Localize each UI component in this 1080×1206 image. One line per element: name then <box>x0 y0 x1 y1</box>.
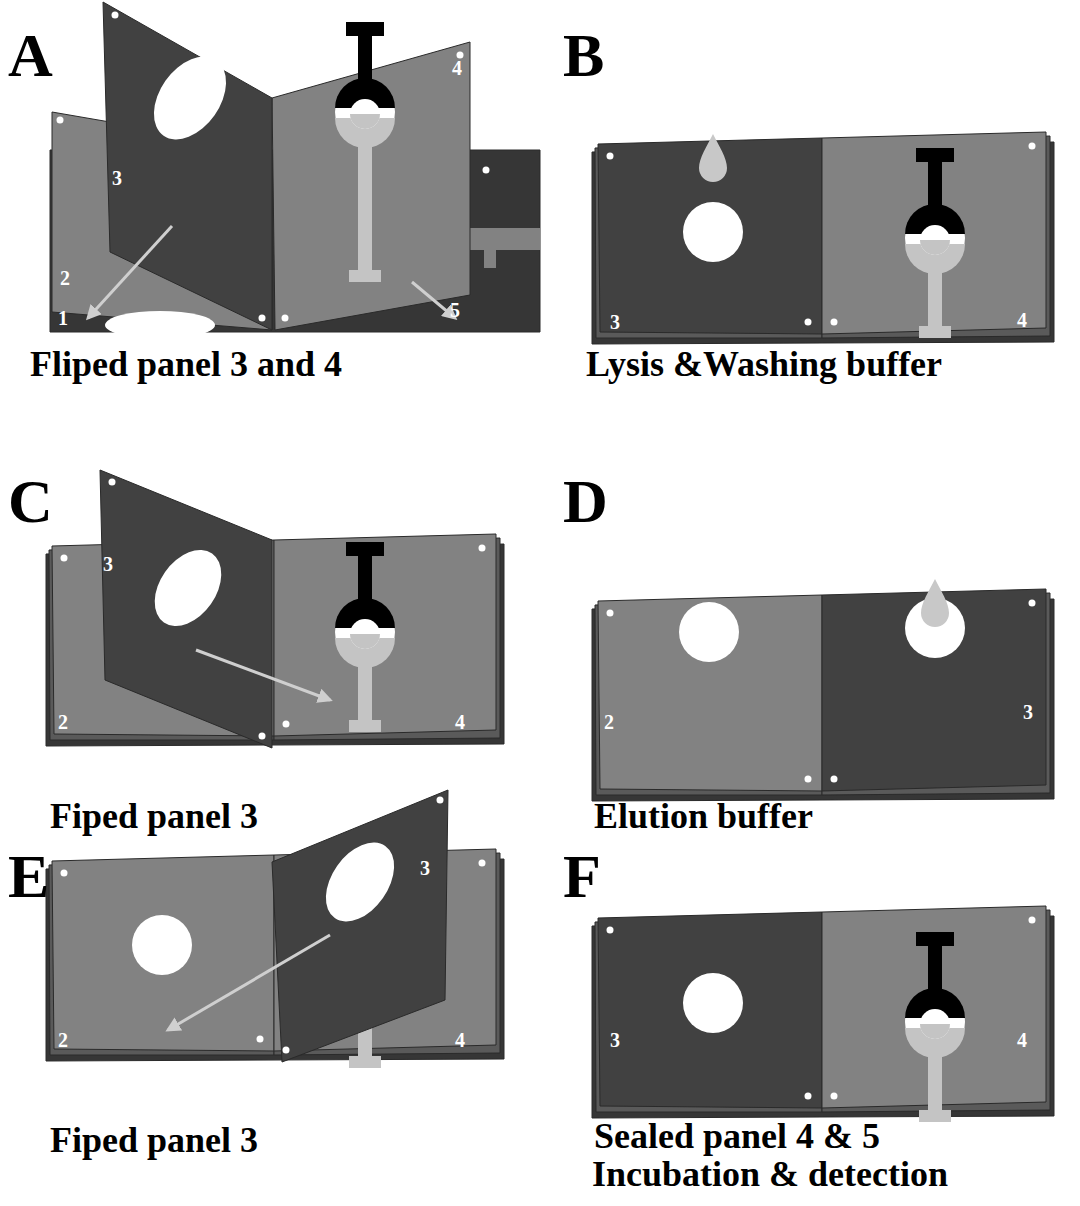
panel-hole <box>141 538 235 639</box>
step-caption: Incubation & detection <box>592 1156 948 1192</box>
alignment-hole <box>283 721 290 728</box>
fold-arrow <box>412 282 455 318</box>
panel-hole <box>105 311 215 339</box>
panel-number: 2 <box>58 1030 68 1050</box>
step-caption: Sealed panel 4 & 5 <box>594 1118 880 1154</box>
alignment-hole <box>257 1036 264 1043</box>
panel-number: 3 <box>1023 702 1033 722</box>
alignment-hole <box>831 1093 838 1100</box>
panel-number: 3 <box>420 858 430 878</box>
alignment-hole <box>259 733 266 740</box>
alignment-hole <box>831 776 838 783</box>
panel-hole <box>312 830 408 934</box>
panel-hole <box>139 43 241 153</box>
alignment-hole <box>805 776 812 783</box>
buffer-drop <box>699 134 727 182</box>
paper-channel <box>905 148 965 338</box>
alignment-hole <box>1029 917 1036 924</box>
step-caption: Fiped panel 3 <box>50 798 258 834</box>
panel-3 <box>100 470 272 748</box>
panel-3 <box>103 2 272 330</box>
alignment-hole <box>259 315 266 322</box>
fold-arrow <box>168 935 330 1030</box>
panel-number: 2 <box>60 268 70 288</box>
panel-hole <box>132 915 192 975</box>
right-panel <box>274 534 496 736</box>
alignment-hole <box>112 12 119 19</box>
alignment-hole <box>479 545 486 552</box>
panel-number: 1 <box>58 308 68 328</box>
panel-edge <box>470 228 540 250</box>
fold-arrow <box>88 226 172 318</box>
panel-edge <box>484 228 496 268</box>
paper-channel <box>335 22 395 282</box>
panel-number: 2 <box>58 712 68 732</box>
alignment-hole <box>109 479 116 486</box>
alignment-hole <box>479 860 486 867</box>
panel-number: 4 <box>1017 1030 1027 1050</box>
alignment-hole <box>805 319 812 326</box>
alignment-hole <box>57 117 64 124</box>
panel-letter: C <box>8 470 53 532</box>
panel-number: 4 <box>452 58 462 78</box>
alignment-hole <box>283 1047 290 1054</box>
panel-letter: F <box>563 845 601 907</box>
alignment-hole <box>1029 600 1036 607</box>
panel-hole <box>683 202 743 262</box>
panel-hole <box>683 973 743 1033</box>
paper-channel <box>335 542 395 732</box>
panel-number: 4 <box>455 712 465 732</box>
alignment-hole <box>831 319 838 326</box>
alignment-hole <box>282 315 289 322</box>
paper-channel <box>905 932 965 1122</box>
buffer-drop <box>921 579 949 627</box>
alignment-hole <box>61 555 68 562</box>
alignment-hole <box>437 797 444 804</box>
step-caption: Elution buffer <box>594 798 813 834</box>
left-panel <box>598 595 822 791</box>
panel-letter: A <box>8 24 53 86</box>
panel-number: 3 <box>112 168 122 188</box>
panel-number: 3 <box>103 554 113 574</box>
panel-number: 3 <box>610 312 620 332</box>
panel-4 <box>272 42 470 330</box>
alignment-hole <box>1029 143 1036 150</box>
step-caption: Fliped panel 3 and 4 <box>30 346 342 382</box>
panel-letter: D <box>563 470 608 532</box>
panel-number: 3 <box>610 1030 620 1050</box>
step-caption: Lysis &Washing buffer <box>586 346 942 382</box>
panel-number: 2 <box>604 712 614 732</box>
left-panel <box>52 855 274 1051</box>
alignment-hole <box>607 153 614 160</box>
alignment-hole <box>61 870 68 877</box>
alignment-hole <box>483 167 490 174</box>
panel-letter: E <box>8 845 49 907</box>
alignment-hole <box>805 1093 812 1100</box>
step-caption: Fiped panel 3 <box>50 1122 258 1158</box>
panel-number: 4 <box>1017 310 1027 330</box>
panel-number: 4 <box>455 1030 465 1050</box>
panel-letter: B <box>563 24 604 86</box>
panel-number: 5 <box>450 300 460 320</box>
fold-arrow <box>196 650 330 700</box>
alignment-hole <box>607 610 614 617</box>
panel-3 <box>272 790 448 1062</box>
panel-hole <box>679 602 739 662</box>
alignment-hole <box>607 927 614 934</box>
left-panel <box>598 912 822 1108</box>
